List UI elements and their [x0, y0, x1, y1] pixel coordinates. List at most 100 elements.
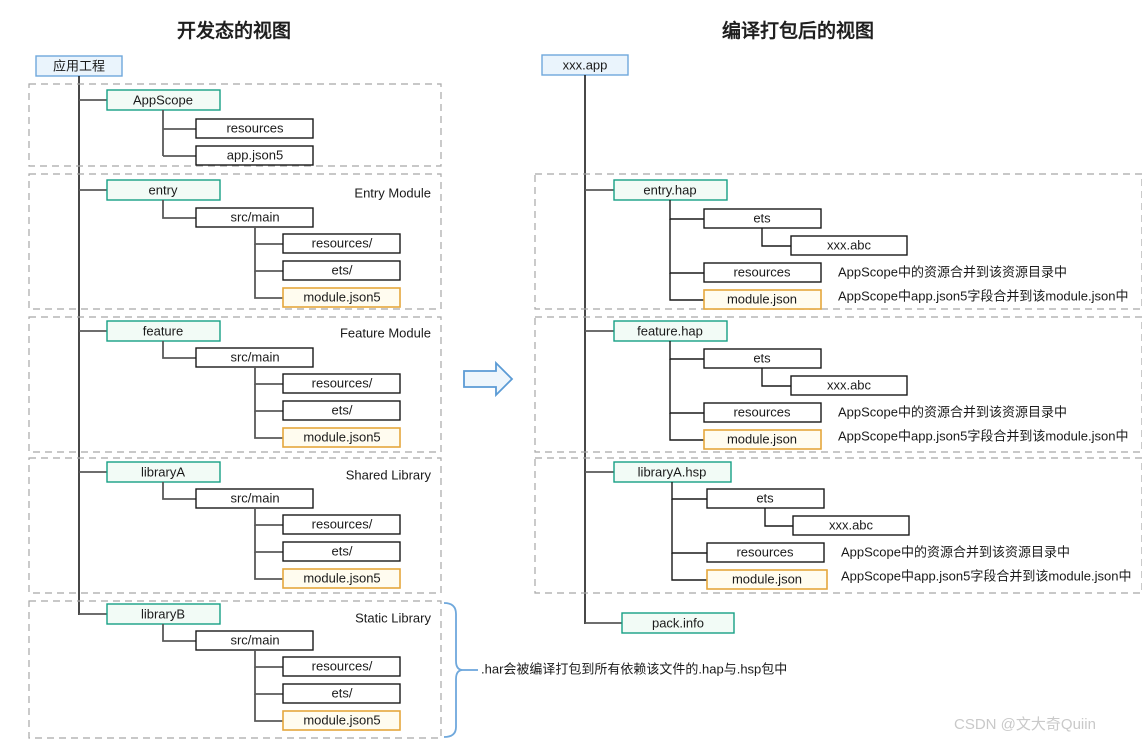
- right-node-libraryahsp-ets[interactable]: ets: [706, 488, 825, 509]
- left-node-libraryb-resources[interactable]: resources/: [282, 656, 401, 677]
- left-node-feature-modulejson5[interactable]: module.json5: [282, 427, 401, 448]
- conn-entryhapets-abc: [761, 228, 791, 247]
- left-node-entry-resources-label: resources/: [312, 235, 373, 250]
- left-node-libraryb-resources-label: resources/: [312, 658, 373, 673]
- conn-entry-ets: [254, 244, 283, 272]
- left-node-libraryb-ets[interactable]: ets/: [282, 683, 401, 704]
- right-node-featurehap[interactable]: feature.hap: [613, 320, 728, 342]
- left-group-appscope: [28, 83, 442, 167]
- left-node-feature-resources-label: resources/: [312, 375, 373, 390]
- conn-libraryb-modulejson5: [254, 694, 283, 722]
- conn-entryhap-ets: [669, 200, 704, 220]
- right-node-libraryahsp-resources[interactable]: resources: [706, 542, 825, 563]
- right-note-featurehap-resources: AppScope中的资源合并到该资源目录中: [838, 404, 1067, 419]
- right-node-entryhap-ets[interactable]: ets: [703, 208, 822, 229]
- right-node-libraryahsp-modulejson[interactable]: module.json: [706, 569, 828, 590]
- conn-feature-ets: [254, 384, 283, 412]
- left-node-feature-ets[interactable]: ets/: [282, 400, 401, 421]
- right-group-featurehap: [534, 316, 1142, 453]
- left-node-librarya[interactable]: libraryA: [106, 461, 221, 483]
- right-node-featurehap-resources[interactable]: resources: [703, 402, 822, 423]
- conn-appscope-appjson5: [162, 129, 196, 157]
- right-group-libraryahsp: [534, 457, 1142, 594]
- left-node-librarya-resources-label: resources/: [312, 516, 373, 531]
- left-node-libraryb-modulejson5-label: module.json5: [303, 712, 380, 727]
- conn-entry-resources: [254, 227, 283, 245]
- left-node-feature-srcmain[interactable]: src/main: [195, 347, 314, 368]
- left-node-entry-srcmain-label: src/main: [230, 209, 279, 224]
- left-node-librarya-ets-label: ets/: [332, 543, 353, 558]
- conn-librarya-resources: [254, 508, 283, 526]
- left-node-librarya-label: libraryA: [141, 464, 185, 479]
- right-node-entryhap[interactable]: entry.hap: [613, 179, 728, 201]
- left-node-libraryb-modulejson5[interactable]: module.json5: [282, 710, 401, 731]
- right-title: 编译打包后的视图: [722, 19, 874, 42]
- right-node-packinfo[interactable]: pack.info: [621, 612, 735, 634]
- conn-libraryahsp-modulejson: [671, 553, 707, 581]
- right-group-entryhap: [534, 173, 1142, 310]
- right-node-libraryahsp-resources-label: resources: [736, 544, 794, 559]
- conn-librarya-srcmain: [162, 482, 196, 500]
- left-node-entry-ets-label: ets/: [332, 262, 353, 277]
- left-node-libraryb-srcmain-label: src/main: [230, 632, 279, 647]
- right-root-node[interactable]: xxx.app: [541, 54, 629, 76]
- right-node-featurehap-ets[interactable]: ets: [703, 348, 822, 369]
- left-group-staticlib-label: Static Library: [355, 610, 431, 625]
- left-node-entry-modulejson5-label: module.json5: [303, 289, 380, 304]
- right-note-entryhap-modulejson: AppScope中app.json5字段合并到该module.json中: [838, 288, 1128, 303]
- right-node-entryhap-resources[interactable]: resources: [703, 262, 822, 283]
- left-node-entry-resources[interactable]: resources/: [282, 233, 401, 254]
- conn-librarya-ets: [254, 525, 283, 553]
- left-node-entry-modulejson5[interactable]: module.json5: [282, 287, 401, 308]
- right-node-featurehap-abc-label: xxx.abc: [827, 377, 872, 392]
- left-node-feature[interactable]: feature: [106, 320, 221, 342]
- left-node-librarya-resources[interactable]: resources/: [282, 514, 401, 535]
- right-node-libraryahsp[interactable]: libraryA.hsp: [613, 461, 732, 483]
- right-node-entryhap-modulejson-label: module.json: [727, 291, 797, 306]
- left-node-librarya-modulejson5[interactable]: module.json5: [282, 568, 401, 589]
- right-node-featurehap-abc[interactable]: xxx.abc: [790, 375, 908, 396]
- left-node-libraryb-label: libraryB: [141, 606, 185, 621]
- left-node-appscope-resources-label: resources: [226, 120, 284, 135]
- conn-libraryahspets-abc: [764, 508, 793, 527]
- right-node-libraryahsp-abc[interactable]: xxx.abc: [792, 515, 910, 536]
- left-node-entry-srcmain[interactable]: src/main: [195, 207, 314, 228]
- left-node-librarya-srcmain-label: src/main: [230, 490, 279, 505]
- conn-libraryahsp-resources: [671, 499, 707, 554]
- conn-entry-modulejson5: [254, 271, 283, 299]
- left-node-entry[interactable]: entry: [106, 179, 221, 201]
- conn-libraryb-resources: [254, 650, 283, 668]
- right-node-packinfo-label: pack.info: [652, 615, 704, 630]
- left-node-entry-label: entry: [149, 182, 178, 197]
- conn-entry-srcmain: [162, 200, 196, 219]
- left-group-entry: [28, 173, 442, 310]
- right-node-entryhap-ets-label: ets: [753, 210, 771, 225]
- right-node-featurehap-modulejson[interactable]: module.json: [703, 429, 822, 450]
- conn-libraryahsp-ets: [671, 482, 707, 500]
- right-note-entryhap-resources: AppScope中的资源合并到该资源目录中: [838, 264, 1067, 279]
- right-node-entryhap-abc[interactable]: xxx.abc: [790, 235, 908, 256]
- conn-feature-modulejson5: [254, 411, 283, 439]
- conn-featurehap-resources: [669, 359, 704, 414]
- conn-librarya-modulejson5: [254, 552, 283, 580]
- right-node-entryhap-modulejson[interactable]: module.json: [703, 289, 822, 310]
- left-root-node[interactable]: 应用工程: [35, 55, 123, 77]
- har-note-label: .har会被编译打包到所有依赖该文件的.hap与.hsp包中: [481, 661, 787, 676]
- conn-feature-srcmain: [162, 341, 196, 359]
- left-node-feature-resources[interactable]: resources/: [282, 373, 401, 394]
- left-node-feature-srcmain-label: src/main: [230, 349, 279, 364]
- left-node-entry-ets[interactable]: ets/: [282, 260, 401, 281]
- left-node-librarya-srcmain[interactable]: src/main: [195, 488, 314, 509]
- right-node-featurehap-resources-label: resources: [733, 404, 791, 419]
- transform-arrow-icon: [463, 360, 514, 398]
- left-node-appscope-appjson5[interactable]: app.json5: [195, 145, 314, 166]
- left-node-feature-label: feature: [143, 323, 183, 338]
- left-node-libraryb-srcmain[interactable]: src/main: [195, 630, 314, 651]
- left-node-appscope-resources[interactable]: resources: [195, 118, 314, 139]
- left-node-libraryb[interactable]: libraryB: [106, 603, 221, 625]
- left-node-librarya-ets[interactable]: ets/: [282, 541, 401, 562]
- left-node-appscope[interactable]: AppScope: [106, 89, 221, 111]
- left-group-feature: [28, 316, 442, 453]
- right-note-featurehap-modulejson: AppScope中app.json5字段合并到该module.json中: [838, 428, 1128, 443]
